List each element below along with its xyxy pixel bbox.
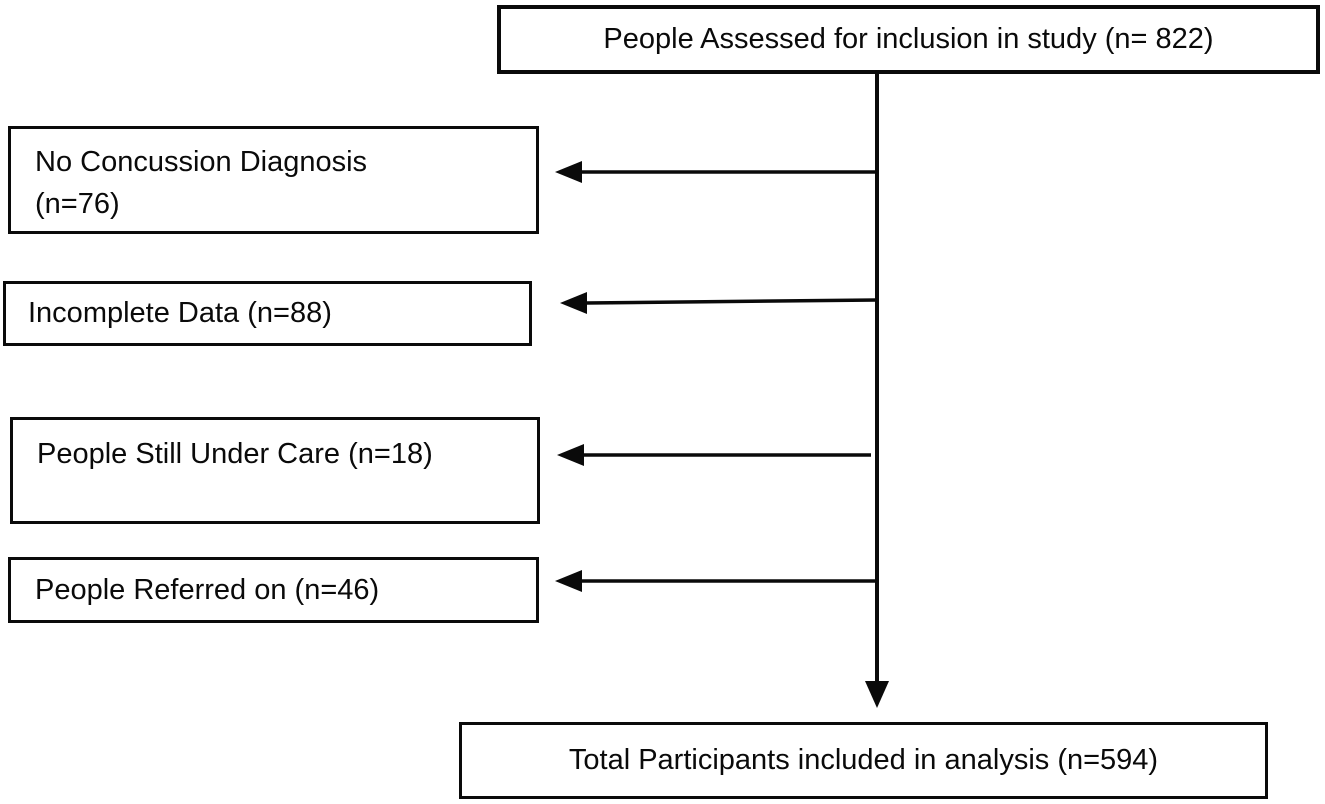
node-referred-on: People Referred on (n=46) (8, 557, 539, 623)
node-total-included: Total Participants included in analysis … (459, 722, 1268, 799)
node-total-included-label: Total Participants included in analysis … (568, 744, 1159, 777)
node-assessed: People Assessed for inclusion in study (… (497, 5, 1320, 74)
node-no-concussion-diagnosis: No Concussion Diagnosis (n=76) (8, 126, 539, 234)
branch-line-2 (585, 298, 878, 305)
arrow-left-icon (557, 444, 584, 466)
node-label-line: No Concussion Diagnosis (35, 146, 368, 178)
node-label-line: People Still Under Care (n=18) (37, 438, 433, 470)
arrow-left-icon (555, 161, 582, 183)
arrow-left-icon (560, 292, 587, 314)
node-still-under-care: People Still Under Care (n=18) (10, 417, 540, 524)
node-label-line: Incomplete Data (n=88) (28, 297, 332, 330)
node-assessed-label: People Assessed for inclusion in study (… (603, 23, 1214, 56)
node-incomplete-data: Incomplete Data (n=88) (3, 281, 532, 346)
node-label-line: (n=76) (35, 188, 120, 221)
arrow-left-icon (555, 570, 582, 592)
arrow-down-icon (865, 681, 889, 708)
node-label-line: People Referred on (n=46) (35, 573, 380, 606)
